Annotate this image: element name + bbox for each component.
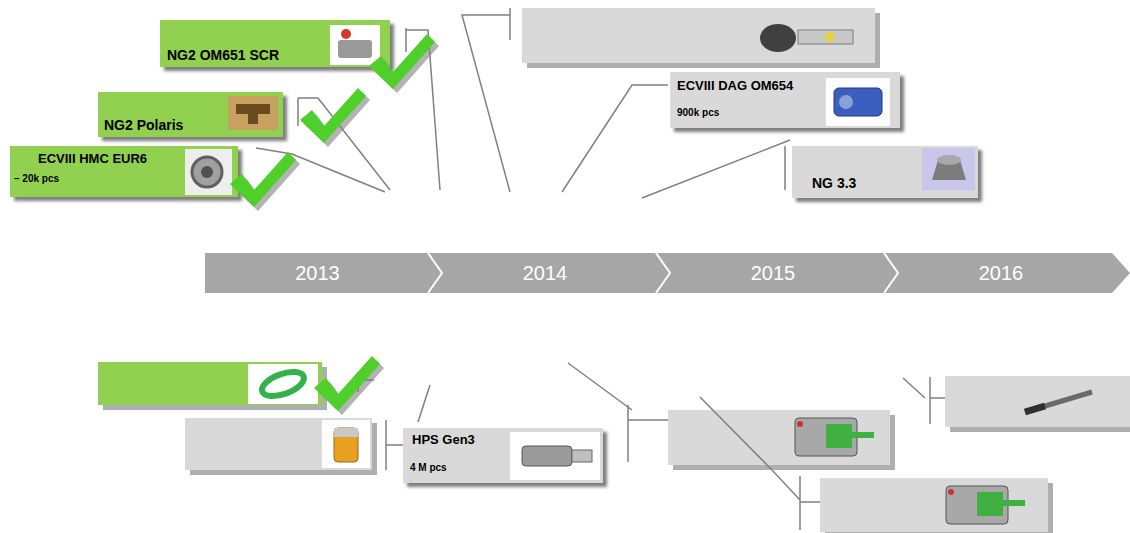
product-photo <box>185 149 232 195</box>
product-photo <box>922 148 975 190</box>
product-photo <box>248 364 318 404</box>
timeline-segment: 2014 <box>432 253 658 293</box>
product-photo <box>322 420 370 468</box>
product-photo <box>330 25 380 65</box>
timeline-segment: 2013 <box>205 253 430 293</box>
pump-part <box>825 32 835 42</box>
connector-part <box>341 29 351 39</box>
box-shadow <box>190 423 377 475</box>
box-shadow <box>950 381 1130 432</box>
actuator-part <box>977 492 1003 516</box>
valve-part <box>201 166 213 178</box>
quantity-note: 4 M pcs <box>410 462 447 474</box>
product-name: NG 3.3 <box>812 175 856 192</box>
actuator-part <box>932 160 966 180</box>
product-box: NG2 Polaris <box>98 92 283 137</box>
sensor-part <box>334 428 358 462</box>
valve-part <box>839 95 853 109</box>
leader-line <box>642 140 790 198</box>
pump-part <box>798 30 853 44</box>
actuator-part <box>795 418 857 456</box>
leader-line <box>700 397 820 530</box>
actuator-part <box>338 40 372 58</box>
leader-line <box>462 8 510 192</box>
leader-line <box>562 85 668 192</box>
chevron-divider <box>428 253 442 293</box>
sensor-rod <box>1025 406 1045 412</box>
product-name: ECVIII HMC EUR6 <box>38 151 147 167</box>
check-shadow <box>373 38 439 93</box>
product-box: NG 3.3 <box>792 146 978 198</box>
actuator-part <box>852 432 874 438</box>
check-mark <box>314 356 380 411</box>
seal-ring <box>259 367 307 401</box>
leader-line <box>406 28 440 190</box>
sensor-part <box>522 446 572 466</box>
product-name: ECVIII DAG OM654 <box>677 78 793 94</box>
actuator-part <box>948 489 954 495</box>
sensor-rod <box>1025 392 1092 412</box>
year-label: 2013 <box>205 253 430 293</box>
chevron-divider <box>884 253 898 293</box>
quantity-note: 900k pcs <box>677 107 719 119</box>
check-mark <box>369 34 435 89</box>
box-shadow <box>825 483 1053 533</box>
leader-line <box>903 377 945 424</box>
product-box: HPS Gen3 4 M pcs <box>403 428 603 483</box>
leader-line <box>358 372 374 392</box>
sensor-part <box>334 428 358 437</box>
leader-line <box>298 98 390 190</box>
actuator-part <box>236 104 270 124</box>
timeline-segment: 2016 <box>888 253 1114 293</box>
check-mark <box>230 152 296 207</box>
year-label: 2014 <box>432 253 658 293</box>
box-shadow <box>527 13 880 68</box>
timeline-segment: 2015 <box>660 253 886 293</box>
pump-part <box>760 24 796 52</box>
actuator-part <box>937 155 961 165</box>
check-shadow <box>318 360 384 415</box>
product-box <box>820 478 1048 532</box>
product-photo <box>510 432 600 480</box>
product-box: ECVIII DAG OM654 900k pcs <box>670 72 900 128</box>
product-box <box>945 376 1130 427</box>
leader-line <box>386 420 403 470</box>
product-photo <box>826 78 890 126</box>
product-name: HPS Gen3 <box>412 432 475 448</box>
product-photo <box>228 96 278 130</box>
chevron-divider <box>656 253 670 293</box>
product-box <box>98 362 322 405</box>
product-box <box>185 418 372 470</box>
product-name: NG2 Polaris <box>104 117 183 134</box>
actuator-part <box>1003 500 1025 506</box>
product-name: NG2 OM651 SCR <box>167 47 279 64</box>
check-shadow <box>304 92 370 147</box>
quantity-note: – 20k pcs <box>14 173 59 185</box>
actuator-part <box>797 421 803 427</box>
leader-line <box>256 148 385 192</box>
actuator-part <box>946 486 1008 524</box>
timeline-band <box>205 253 1130 293</box>
leader-line <box>418 385 430 422</box>
check-mark <box>300 88 366 143</box>
product-box <box>522 8 875 63</box>
actuator-part <box>826 424 852 448</box>
product-box: NG2 OM651 SCR <box>160 20 390 67</box>
check-shadow <box>234 156 300 211</box>
box-shadow <box>673 415 895 470</box>
valve-part <box>192 157 222 187</box>
year-label: 2015 <box>660 253 886 293</box>
product-box: ECVIII HMC EUR6 – 20k pcs <box>10 146 238 197</box>
sensor-part <box>572 450 592 462</box>
product-box <box>668 410 890 465</box>
valve-part <box>834 88 882 116</box>
year-label: 2016 <box>888 253 1114 293</box>
box-shadow <box>103 367 327 410</box>
